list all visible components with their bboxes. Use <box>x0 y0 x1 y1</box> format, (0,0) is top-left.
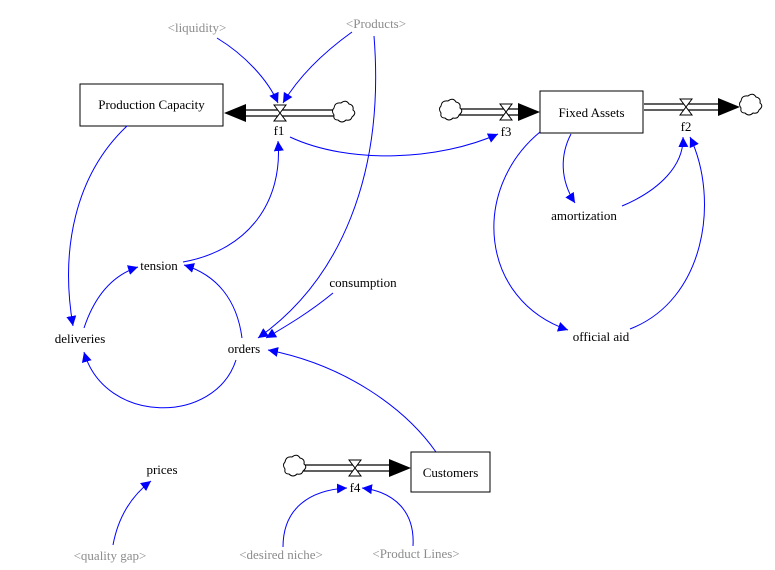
flow-label-f2[interactable]: f2 <box>681 119 692 134</box>
flow-pipe-f3 <box>455 103 540 121</box>
flow-arrowhead-icon <box>718 98 740 116</box>
link-customers-to-orders <box>267 347 437 453</box>
variable-tension[interactable]: tension <box>140 258 178 273</box>
shadow-variable-quality-gap[interactable]: <quality gap> <box>74 548 147 563</box>
variable-prices[interactable]: prices <box>146 462 177 477</box>
flow-arrowhead-icon <box>224 104 246 122</box>
cloud-sink-f2-icon <box>739 93 763 116</box>
flow-pipe-f2 <box>644 98 740 116</box>
link-amortization-to-f2 <box>621 136 689 207</box>
link-consumption-to-orders <box>265 292 334 339</box>
link-product-lines-to-f4 <box>361 484 414 547</box>
variable-amortization[interactable]: amortization <box>551 208 617 223</box>
stock-fixed-assets[interactable]: Fixed Assets <box>539 90 644 134</box>
valve-f1-icon <box>273 104 287 122</box>
flow-label-f3[interactable]: f3 <box>501 124 512 139</box>
variable-official-aid[interactable]: official aid <box>573 329 630 344</box>
flow-pipe-f4 <box>300 459 411 477</box>
shadow-variable-desired-niche[interactable]: <desired niche> <box>239 547 323 562</box>
cloud-source-f4-icon <box>283 454 307 477</box>
link-fixed-assets-to-amortization <box>562 133 576 204</box>
link-quality-gap-to-prices <box>112 480 152 546</box>
link-products-to-f1 <box>282 31 353 104</box>
link-fixed-assets-to-official-aid <box>493 131 569 332</box>
shadow-variable-products[interactable]: <Products> <box>346 16 406 31</box>
link-orders-to-tension <box>183 263 243 339</box>
link-liquidity-to-f1 <box>216 37 279 104</box>
stock-fixed-assets-label: Fixed Assets <box>558 105 624 120</box>
stock-customers-label: Customers <box>423 465 479 480</box>
flow-label-f4[interactable]: f4 <box>350 480 361 495</box>
link-production-capacity-to-deliveries <box>66 125 128 327</box>
cloud-source-f3-icon <box>439 98 463 121</box>
flow-pipe-f1 <box>224 104 334 122</box>
stock-customers[interactable]: Customers <box>410 451 491 493</box>
link-deliveries-to-tension <box>83 265 139 329</box>
valve-f2-icon <box>679 98 693 116</box>
link-official-aid-to-f2 <box>629 136 705 330</box>
link-orders-to-deliveries <box>81 351 237 409</box>
valve-f4-icon <box>348 459 362 477</box>
shadow-variable-product-lines[interactable]: <Product Lines> <box>372 546 459 561</box>
flow-label-f1[interactable]: f1 <box>274 123 285 138</box>
stock-production-capacity-label: Production Capacity <box>98 97 205 112</box>
shadow-variable-liquidity[interactable]: <liquidity> <box>168 20 227 35</box>
variable-deliveries[interactable]: deliveries <box>55 331 106 346</box>
link-products-to-orders <box>257 35 377 339</box>
link-f1-to-f3 <box>289 133 499 157</box>
variable-consumption[interactable]: consumption <box>329 275 397 290</box>
link-tension-to-f1 <box>182 140 284 263</box>
link-desired-niche-to-f4 <box>282 483 348 548</box>
stock-production-capacity[interactable]: Production Capacity <box>79 83 224 127</box>
variable-orders[interactable]: orders <box>228 341 261 356</box>
cloud-source-f1-icon <box>332 100 356 123</box>
flow-arrowhead-icon <box>518 103 540 121</box>
valve-f3-icon <box>499 103 513 121</box>
flow-arrowhead-icon <box>389 459 411 477</box>
